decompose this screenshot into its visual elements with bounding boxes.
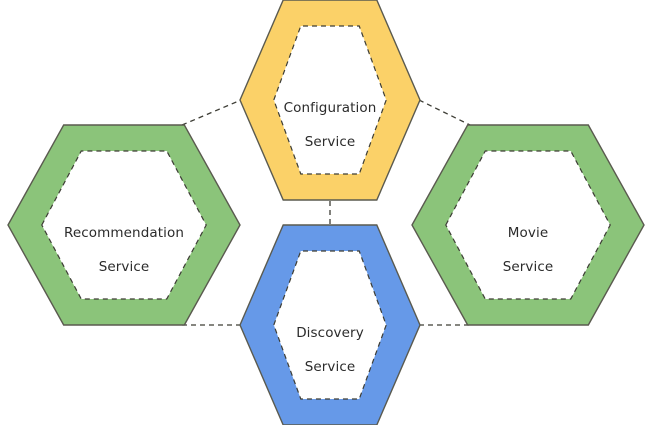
hexagons-layer [7, 0, 645, 425]
hexagon-discovery-service[interactable] [239, 224, 421, 425]
hexagon-movie-service[interactable] [411, 124, 645, 326]
hexagon-inner-dashed-movie-service [445, 150, 611, 300]
hexagon-inner-dashed-recommendation-service [41, 150, 207, 300]
hexagon-recommendation-service[interactable] [7, 124, 241, 326]
connectors-layer [181, 99, 471, 326]
hexagon-inner-dashed-configuration-service [273, 25, 387, 175]
connector-configuration-to-movie [418, 99, 471, 126]
hexagon-configuration-service[interactable] [239, 0, 421, 201]
connector-recommendation-to-configuration [181, 99, 242, 126]
hexagon-inner-dashed-discovery-service [273, 250, 387, 400]
